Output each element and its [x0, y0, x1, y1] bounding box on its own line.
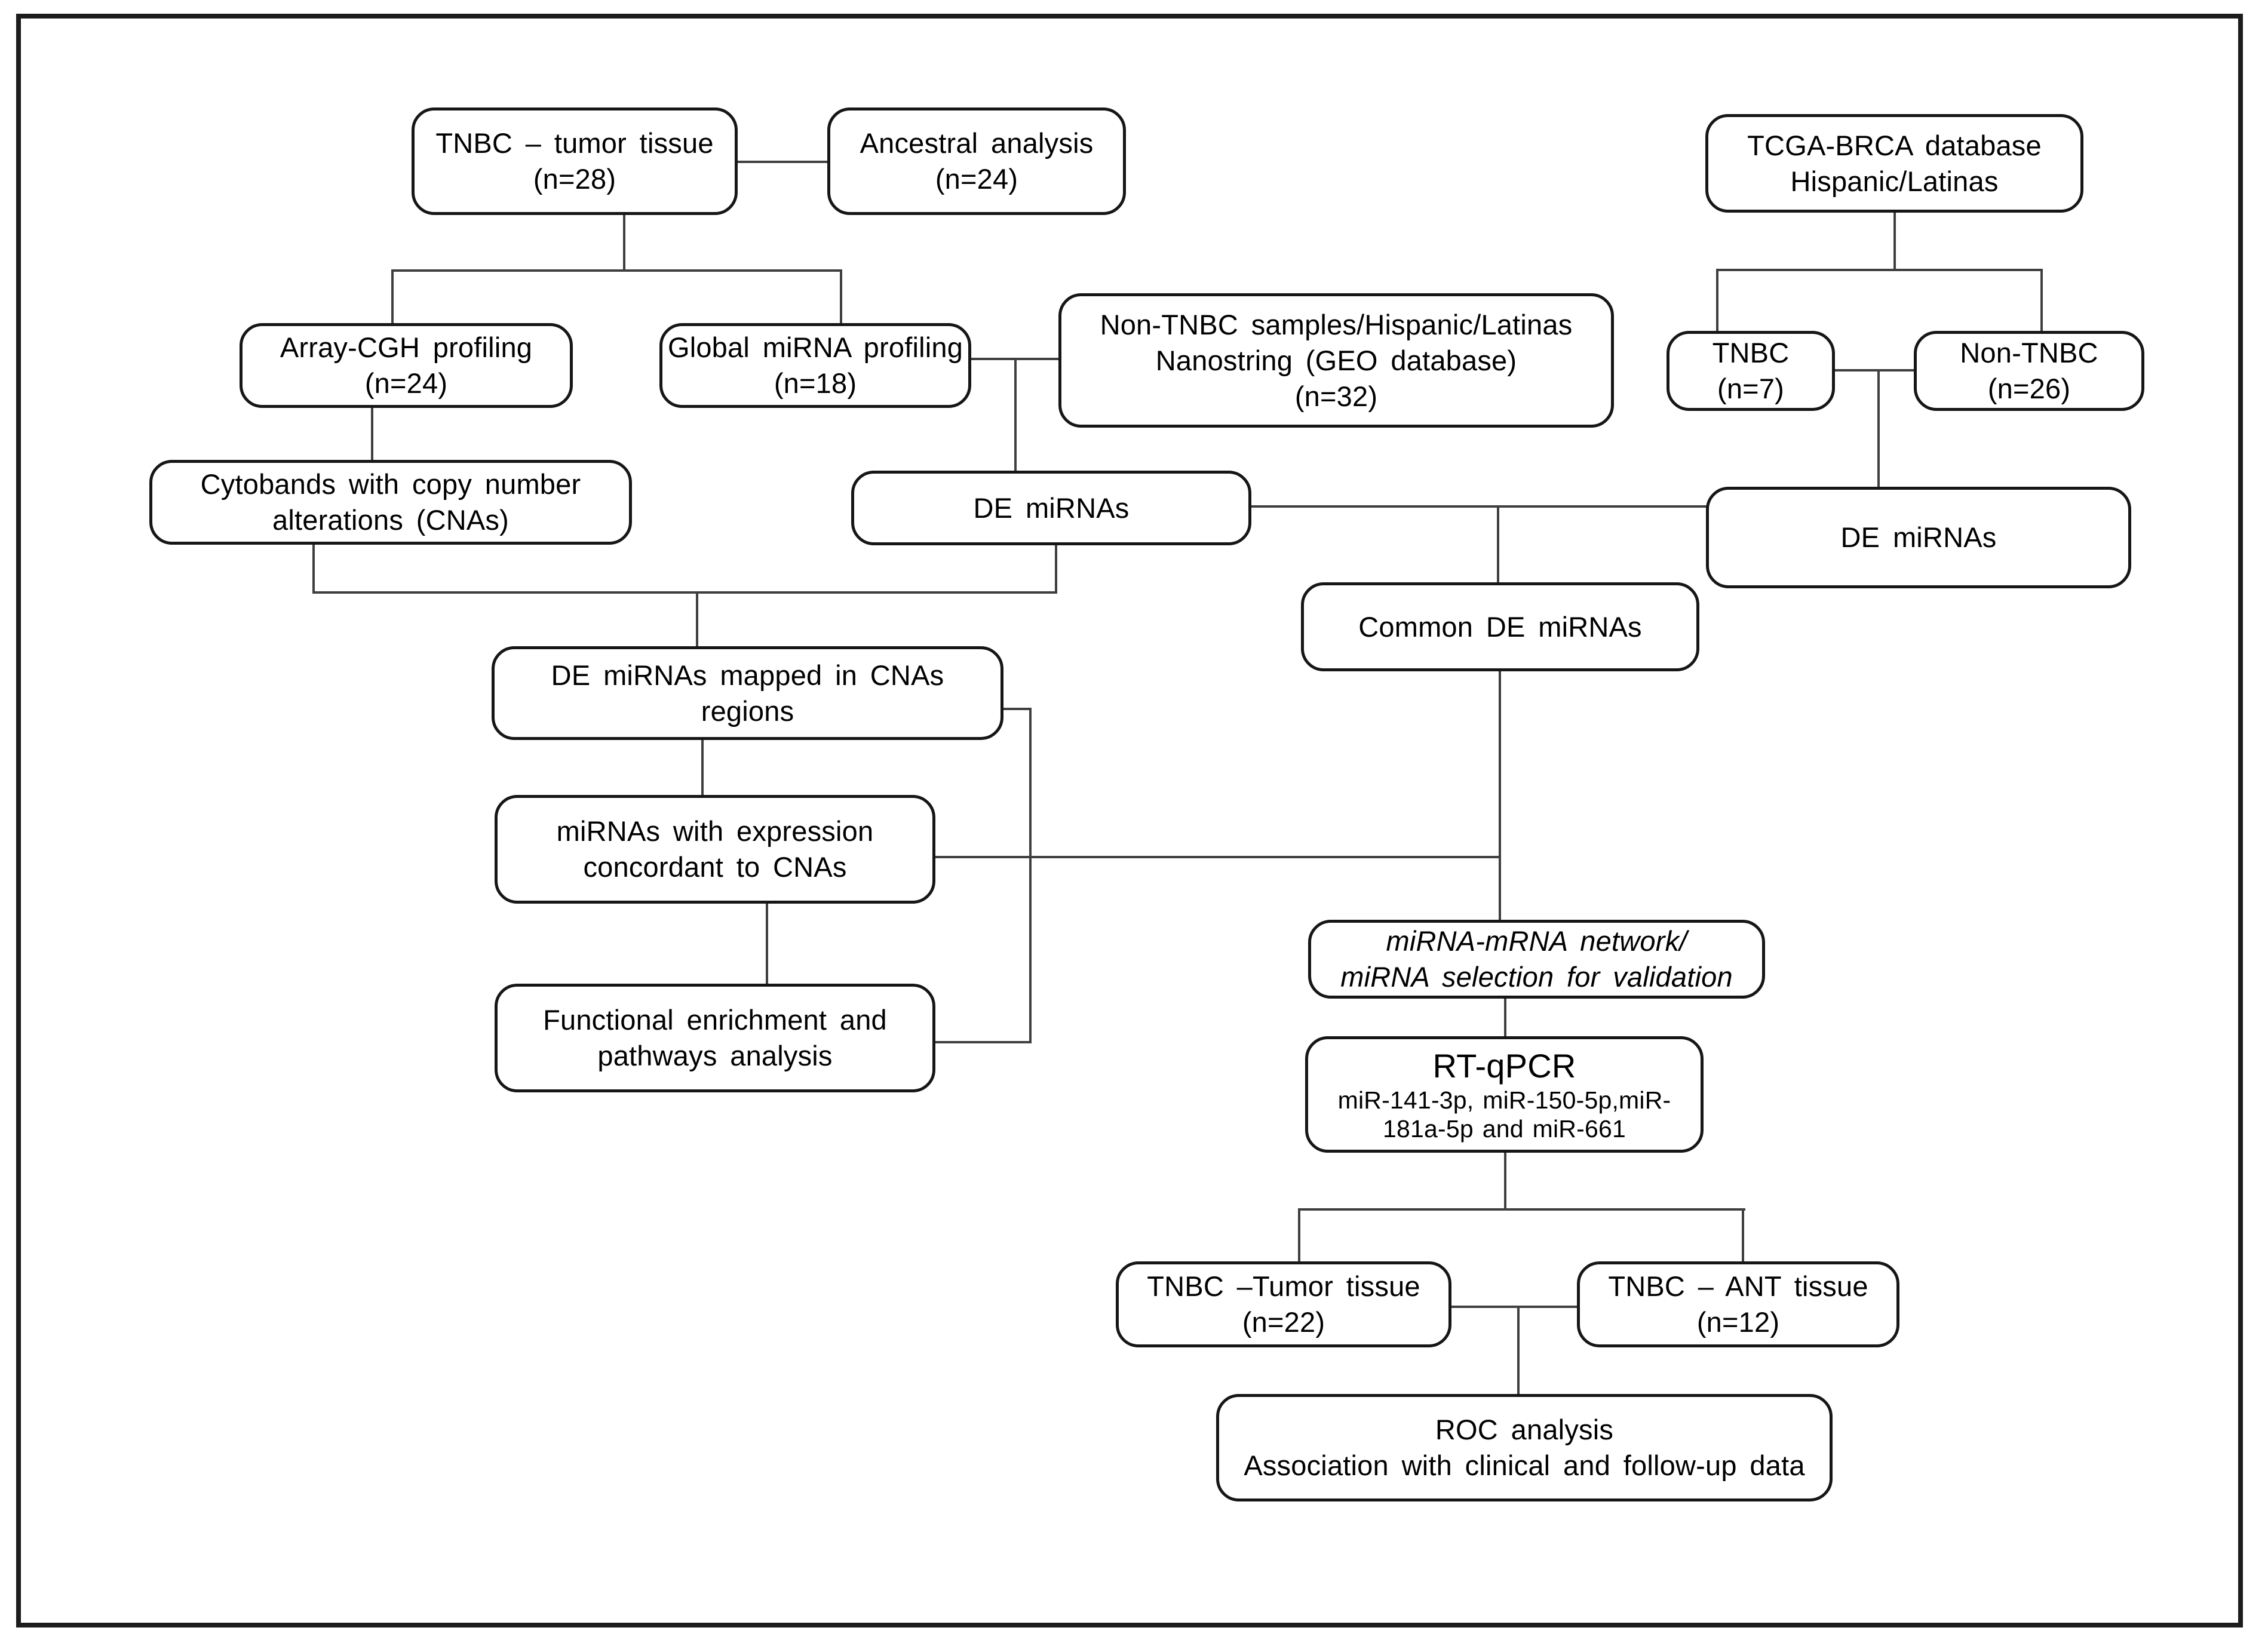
- connector-arraycgh-cytobands: [371, 408, 373, 461]
- connector-tnbc-down: [623, 215, 625, 272]
- node-text: alterations (CNAs): [272, 504, 509, 536]
- node-text: regions: [701, 695, 794, 727]
- connector-drop-de-mirnas-center: [1014, 358, 1017, 472]
- node-global-mirna-profiling: Global miRNA profiling (n=18): [659, 323, 971, 408]
- node-text: TNBC – ANT tissue: [1608, 1270, 1868, 1302]
- connector-tnbc-ancestral: [738, 161, 827, 163]
- connector-tcga-split-bar: [1716, 269, 2043, 271]
- connector-de-mirnas-center-down: [1055, 544, 1057, 594]
- node-text: pathways analysis: [597, 1040, 833, 1071]
- node-tcga-brca-database: TCGA-BRCA database Hispanic/Latinas: [1705, 114, 2083, 213]
- node-text: 181a-5p and miR-661: [1383, 1114, 1626, 1143]
- node-text: miRNAs with expression: [556, 815, 874, 847]
- node-text: (n=22): [1242, 1306, 1325, 1338]
- node-text: Array-CGH profiling: [280, 331, 533, 363]
- node-functional-enrichment: Functional enrichment and pathways analy…: [495, 984, 935, 1092]
- connector-mapped-concordant: [701, 739, 704, 796]
- node-text: (n=7): [1717, 373, 1785, 404]
- node-text: Non-TNBC samples/Hispanic/Latinas: [1100, 308, 1573, 340]
- connector-common-network: [1499, 670, 1501, 921]
- connector-n22-ant: [1451, 1306, 1577, 1308]
- connector-top-split-bar: [391, 269, 842, 272]
- node-text: concordant to CNAs: [583, 851, 847, 883]
- node-common-de-mirnas: Common DE miRNAs: [1301, 582, 1699, 671]
- node-text: Hispanic/Latinas: [1790, 165, 1999, 197]
- connector-rtqpcr-down: [1504, 1151, 1506, 1211]
- node-text: (n=18): [774, 367, 857, 399]
- node-non-tnbc-n26: Non-TNBC (n=26): [1914, 331, 2144, 411]
- node-text: miR-141-3p, miR-150-5p,miR-: [1337, 1086, 1671, 1114]
- node-de-mirnas-mapped-cnas: DE miRNAs mapped in CNAs regions: [492, 646, 1003, 740]
- node-text: TNBC: [1712, 337, 1790, 369]
- node-text: (n=26): [1987, 373, 2071, 404]
- node-rt-qpcr: RT-qPCR miR-141-3p, miR-150-5p,miR- 181a…: [1305, 1036, 1704, 1153]
- node-de-mirnas-right: DE miRNAs: [1706, 487, 2131, 588]
- node-tnbc-tumor-n22: TNBC –Tumor tissue (n=22): [1116, 1261, 1451, 1347]
- connector-drop-tnbc-n7: [1716, 269, 1718, 332]
- connector-drop-de-mirnas-right: [1877, 369, 1880, 488]
- node-text: miRNA-mRNA network/: [1386, 925, 1687, 957]
- node-text: (n=24): [935, 163, 1018, 195]
- node-text: TCGA-BRCA database: [1747, 129, 2042, 161]
- node-text: Association with clinical and follow-up …: [1244, 1450, 1805, 1481]
- connector-drop-roc: [1517, 1306, 1520, 1395]
- node-array-cgh-profiling: Array-CGH profiling (n=24): [240, 323, 573, 408]
- connector-network-rtqpcr: [1504, 997, 1506, 1037]
- node-cytobands-cnas: Cytobands with copy number alterations (…: [149, 460, 632, 545]
- node-de-mirnas-center: DE miRNAs: [851, 471, 1251, 545]
- node-text: (n=24): [364, 367, 448, 399]
- node-text: (n=12): [1696, 1306, 1780, 1338]
- connector-bracket-top: [1002, 708, 1032, 710]
- node-non-tnbc-samples: Non-TNBC samples/Hispanic/Latinas Nanost…: [1058, 293, 1614, 428]
- connector-n7-n26: [1835, 369, 1914, 371]
- node-tnbc-ant-n12: TNBC – ANT tissue (n=12): [1577, 1261, 1899, 1347]
- connector-bottom-split-bar: [1298, 1208, 1745, 1211]
- node-text: Nanostring (GEO database): [1155, 344, 1517, 376]
- connector-drop-globalmirna: [840, 269, 842, 324]
- connector-de-center-de-right: [1250, 505, 1707, 508]
- node-text: Cytobands with copy number: [200, 468, 581, 500]
- node-text: TNBC –Tumor tissue: [1147, 1270, 1420, 1302]
- connector-concordant-to-central: [934, 856, 1501, 858]
- connector-drop-tnbc-ant: [1742, 1208, 1744, 1263]
- node-text: ROC analysis: [1435, 1414, 1614, 1445]
- node-roc-analysis: ROC analysis Association with clinical a…: [1216, 1394, 1833, 1501]
- connector-drop-mapped: [696, 591, 698, 647]
- node-tnbc-n7: TNBC (n=7): [1667, 331, 1835, 411]
- connector-concordant-functional: [766, 902, 768, 985]
- connector-tcga-down: [1893, 213, 1896, 271]
- node-text: DE miRNAs: [973, 492, 1130, 524]
- node-text: Functional enrichment and: [543, 1004, 887, 1036]
- node-text: (n=28): [533, 163, 616, 195]
- node-text: TNBC – tumor tissue: [435, 127, 714, 159]
- connector-bracket-bottom: [934, 1041, 1032, 1043]
- node-text: Ancestral analysis: [860, 127, 1094, 159]
- figure-border-frame: [16, 14, 2243, 1627]
- node-title: RT-qPCR: [1432, 1046, 1576, 1085]
- node-text: Common DE miRNAs: [1358, 610, 1642, 643]
- node-text: DE miRNAs mapped in CNAs: [551, 659, 944, 691]
- node-ancestral-analysis: Ancestral analysis (n=24): [827, 108, 1126, 215]
- node-mirna-mrna-network: miRNA-mRNA network/ miRNA selection for …: [1308, 920, 1765, 999]
- connector-drop-tnbc-n22: [1298, 1208, 1300, 1263]
- connector-drop-arraycgh: [391, 269, 394, 324]
- node-text: DE miRNAs: [1840, 521, 1997, 553]
- connector-drop-common-de: [1497, 505, 1499, 584]
- node-text: (n=32): [1294, 380, 1378, 412]
- node-text: Global miRNA profiling: [667, 331, 963, 363]
- connector-drop-non-tnbc-n26: [2040, 269, 2043, 332]
- node-text: miRNA selection for validation: [1340, 961, 1733, 993]
- node-tnbc-tumor-tissue: TNBC – tumor tissue (n=28): [412, 108, 738, 215]
- connector-cytobands-down: [312, 543, 315, 594]
- node-text: Non-TNBC: [1960, 337, 2098, 369]
- connector-merge-bar-left: [312, 591, 1057, 594]
- connector-bracket-vertical: [1029, 708, 1032, 1043]
- node-mirnas-concordant-cnas: miRNAs with expression concordant to CNA…: [495, 795, 935, 904]
